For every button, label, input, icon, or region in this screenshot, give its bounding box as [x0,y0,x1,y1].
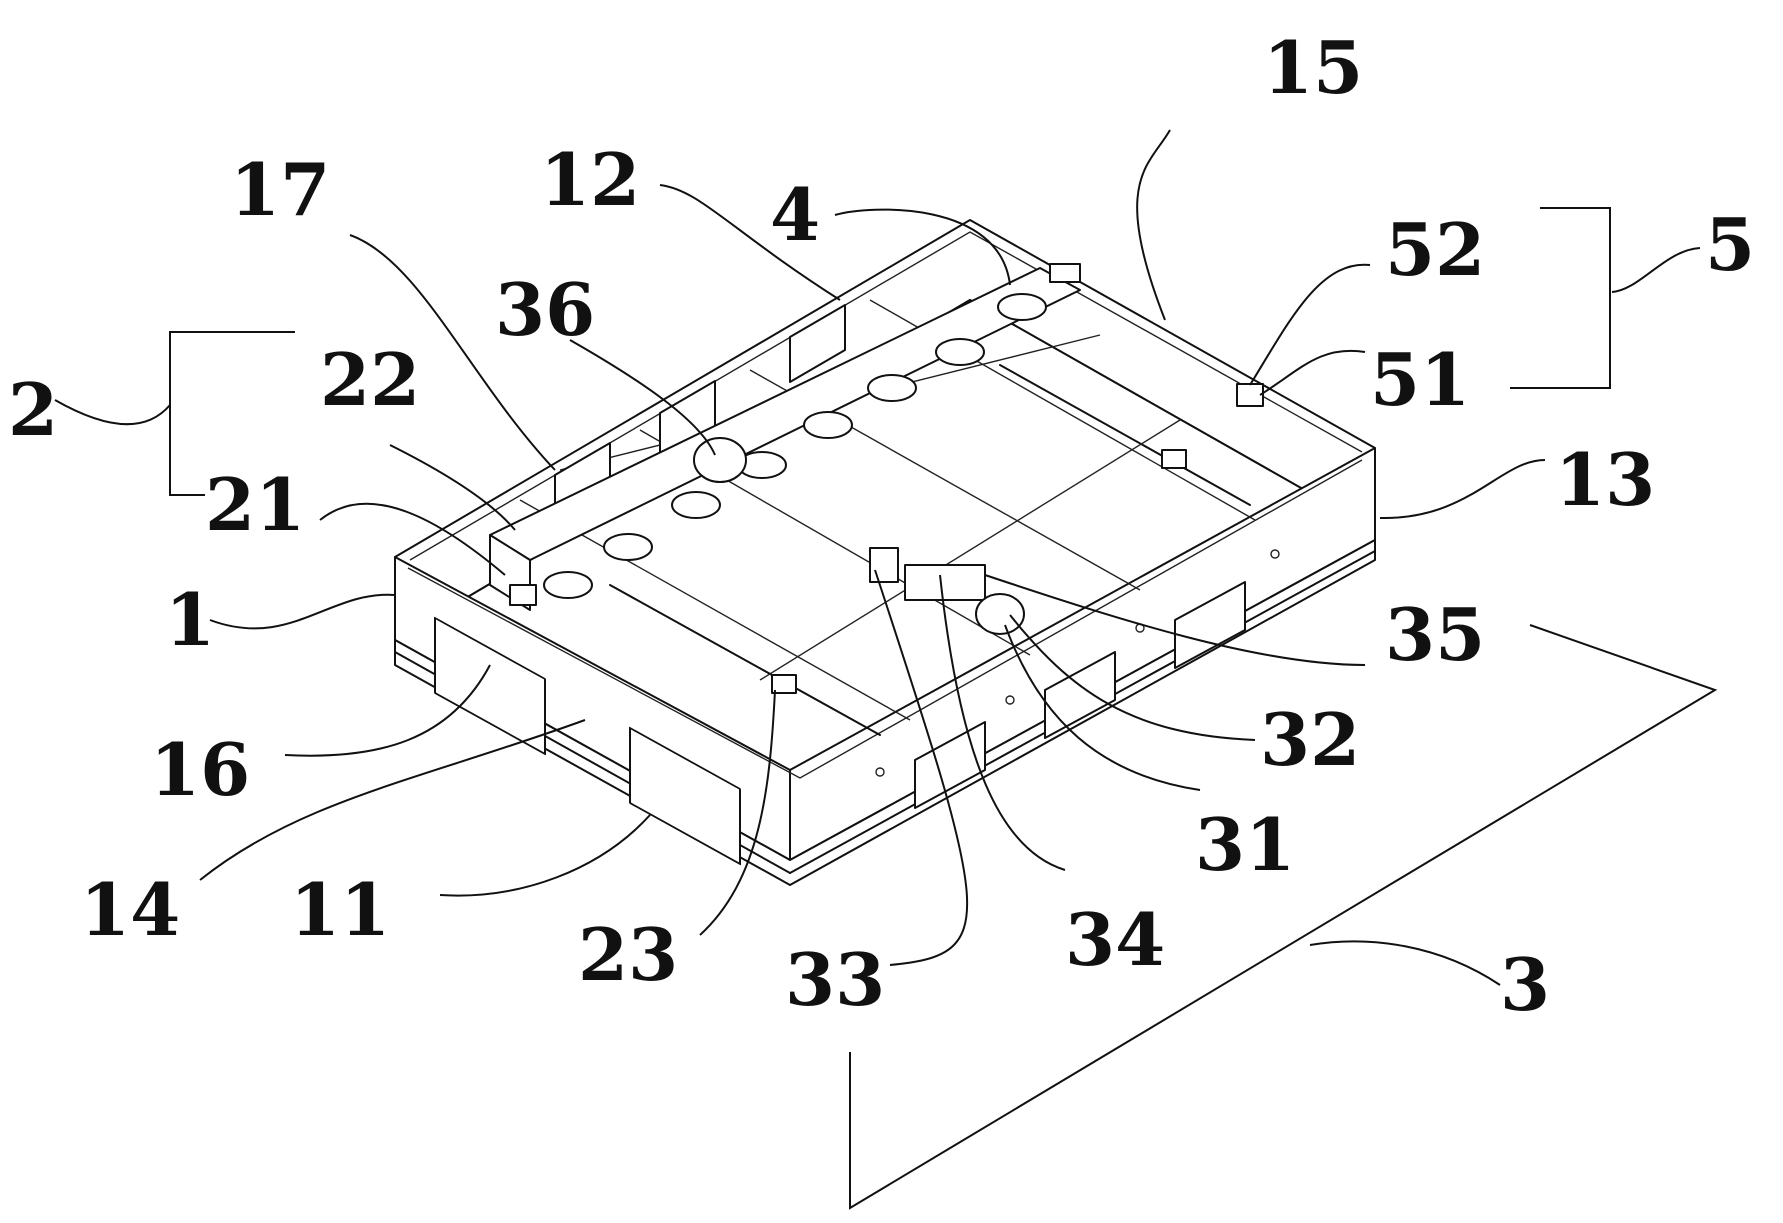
side-window-1 [914,721,986,809]
front-guide-rail [609,584,881,736]
label-32: 32 [1260,697,1360,782]
label-21: 21 [205,462,305,547]
label-1: 1 [165,577,215,662]
leader-lines [54,129,1718,1210]
label-2: 2 [8,367,58,452]
front-window-1 [434,616,546,756]
motor-mount [869,547,899,583]
frame-assembly [394,219,1376,886]
label-22: 22 [320,337,420,422]
rear-guide-rail [999,364,1251,506]
drive-pulley [975,593,1025,635]
side-window-2 [1044,651,1116,739]
label-31: 31 [1195,802,1295,887]
label-12: 12 [540,137,640,222]
label-51: 51 [1370,337,1470,422]
roller-row [543,293,1047,599]
label-17: 17 [230,147,330,232]
label-5: 5 [1705,202,1755,287]
callout-labels: 15 12 4 17 36 2 22 21 1 16 14 11 23 33 3… [8,25,1755,1027]
end-block [1049,263,1081,283]
left-end-block [509,584,537,606]
front-window-2 [629,726,741,866]
rear-window-3 [789,304,846,383]
label-4: 4 [770,172,820,257]
label-16: 16 [150,727,250,812]
label-52: 52 [1385,207,1485,292]
slider-rear [1161,449,1187,469]
belt-wheel [693,437,747,483]
label-23: 23 [578,912,678,997]
label-14: 14 [80,867,180,952]
label-15: 15 [1263,25,1363,110]
drive-motor [904,564,986,601]
slider-front [771,674,797,694]
label-11: 11 [290,867,390,952]
sensor-block [1236,383,1264,407]
side-window-3 [1174,581,1246,669]
label-35: 35 [1385,592,1485,677]
label-36: 36 [495,267,595,352]
label-33: 33 [785,937,885,1022]
label-34: 34 [1065,897,1165,982]
label-13: 13 [1555,437,1655,522]
label-3: 3 [1500,942,1550,1027]
